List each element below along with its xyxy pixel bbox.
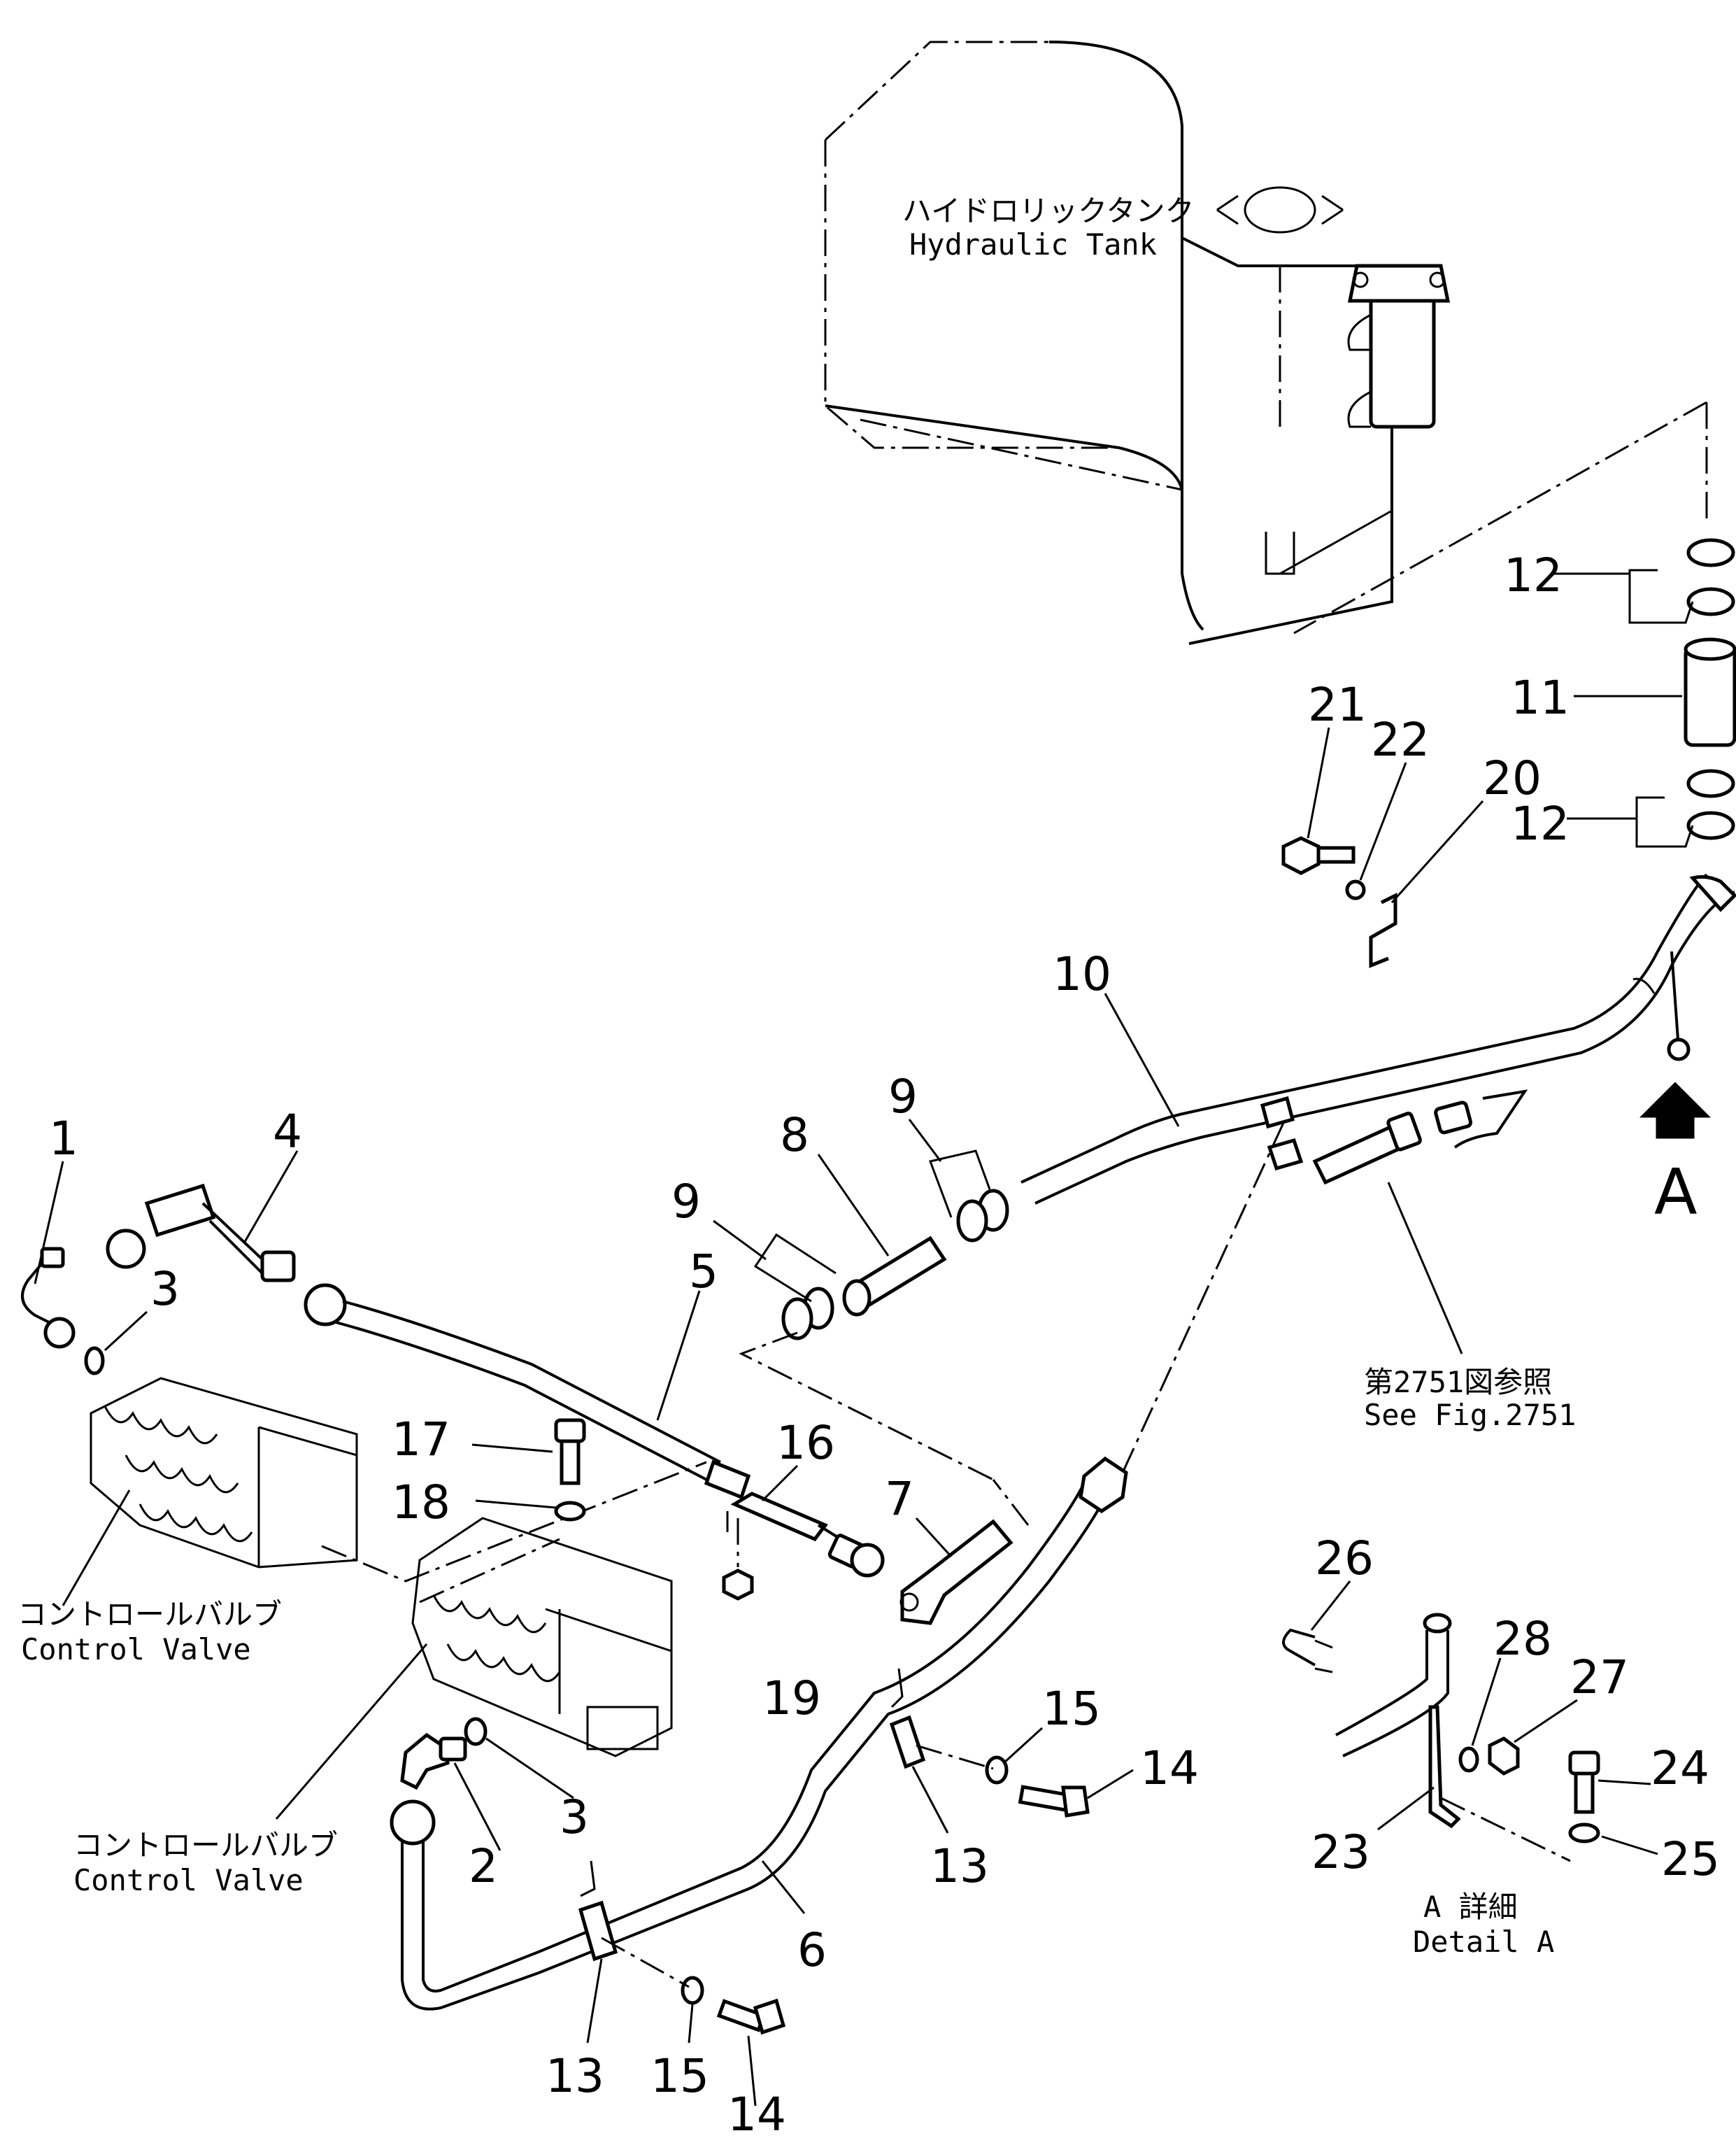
callout-12-lower: 12	[1511, 797, 1570, 851]
callout-17: 17	[392, 1413, 450, 1466]
callout-13-left: 13	[546, 2049, 604, 2103]
callout-28: 28	[1493, 1612, 1552, 1666]
callout-18: 18	[392, 1475, 450, 1529]
callout-25: 25	[1661, 1832, 1720, 1886]
callout-14-right: 14	[1140, 1741, 1199, 1795]
callout-7: 7	[885, 1472, 914, 1526]
control-valve-lower	[411, 1517, 673, 1757]
control-valve-upper	[90, 1377, 707, 1583]
cv-upper-label-en: Control Valve	[21, 1632, 251, 1666]
callout-15-left: 15	[650, 2049, 709, 2103]
bracket-16-with-fitting	[730, 1492, 885, 1578]
hose-6	[390, 1456, 1128, 2011]
bolt-21	[1281, 836, 1356, 875]
callout-24: 24	[1651, 1741, 1709, 1795]
cv-upper-label-jp: コントロールバルブ	[17, 1597, 282, 1631]
hose-8	[842, 1236, 947, 1317]
callout-9-upper: 9	[888, 1070, 918, 1124]
elbow-2	[400, 1732, 467, 1790]
ref-label-jp: 第2751図参照	[1364, 1365, 1552, 1399]
elbow-1	[21, 1247, 76, 1349]
nut-19	[722, 1569, 754, 1601]
callout-11: 11	[1511, 671, 1570, 725]
detail-a	[1282, 1613, 1600, 1862]
callout-5: 5	[689, 1245, 718, 1298]
callout-14-left: 14	[727, 2088, 786, 2138]
detail-a-label-jp: A 詳細	[1423, 1890, 1518, 1924]
callout-3-upper: 3	[150, 1262, 180, 1316]
bolt-14-right	[1018, 1785, 1090, 1818]
pipe-4	[106, 1183, 296, 1282]
callout-3-lower: 3	[560, 1790, 589, 1844]
cv-lower-label-en: Control Valve	[73, 1863, 304, 1897]
hose-clamp-12-lower	[1635, 769, 1735, 848]
washer-15-left	[681, 1976, 704, 2005]
callout-16: 16	[776, 1416, 835, 1470]
bracket-20	[1369, 892, 1397, 968]
callout-20: 20	[1483, 751, 1542, 805]
callout-23: 23	[1311, 1825, 1370, 1879]
callout-19: 19	[762, 1671, 821, 1725]
hydraulic-tank: ハイドロリックタンク Hydraulic Tank	[824, 41, 1451, 645]
callout-9-lower: 9	[671, 1175, 701, 1229]
washer-18	[554, 1501, 586, 1522]
callout-22: 22	[1371, 713, 1430, 767]
callout-2: 2	[469, 1839, 498, 1893]
hose-5	[304, 1283, 751, 1500]
hose-clamp-9-lower	[753, 1233, 837, 1340]
ref-label-en: See Fig.2751	[1364, 1398, 1576, 1432]
washer-15-right	[985, 1755, 1009, 1785]
pipe-10	[1020, 873, 1736, 1205]
tank-label-en: Hydraulic Tank	[909, 227, 1157, 262]
hose-clamp-9-upper	[928, 1149, 1009, 1243]
callout-10: 10	[1053, 947, 1111, 1001]
callout-27: 27	[1570, 1650, 1629, 1704]
view-a-label: A	[1654, 1156, 1698, 1229]
hose-clamp-12-upper	[1628, 538, 1735, 624]
callout-12-upper: 12	[1504, 548, 1563, 602]
cv-lower-label-jp: コントロールバルブ	[73, 1828, 338, 1862]
tank-label-jp: ハイドロリックタンク	[902, 194, 1194, 228]
callout-6: 6	[797, 1923, 827, 1977]
callout-8: 8	[780, 1108, 809, 1162]
washer-22	[1345, 879, 1366, 900]
callout-15-right: 15	[1042, 1682, 1101, 1736]
callout-26: 26	[1315, 1531, 1374, 1585]
fitting-see-fig-2751	[1312, 1112, 1422, 1185]
callout-1: 1	[49, 1112, 78, 1166]
hose-11	[1684, 637, 1736, 747]
bolt-17	[554, 1418, 586, 1485]
view-a-arrow	[1639, 1082, 1712, 1139]
callout-21: 21	[1308, 678, 1367, 732]
detail-a-label-en: Detail A	[1413, 1925, 1554, 1959]
bolt-14-left	[716, 1998, 786, 2035]
o-ring-3-upper	[84, 1346, 105, 1375]
callout-13-right: 13	[930, 1839, 989, 1893]
elbow-7	[899, 1519, 1013, 1625]
callout-4: 4	[273, 1105, 302, 1159]
o-ring-3-lower	[464, 1717, 488, 1746]
